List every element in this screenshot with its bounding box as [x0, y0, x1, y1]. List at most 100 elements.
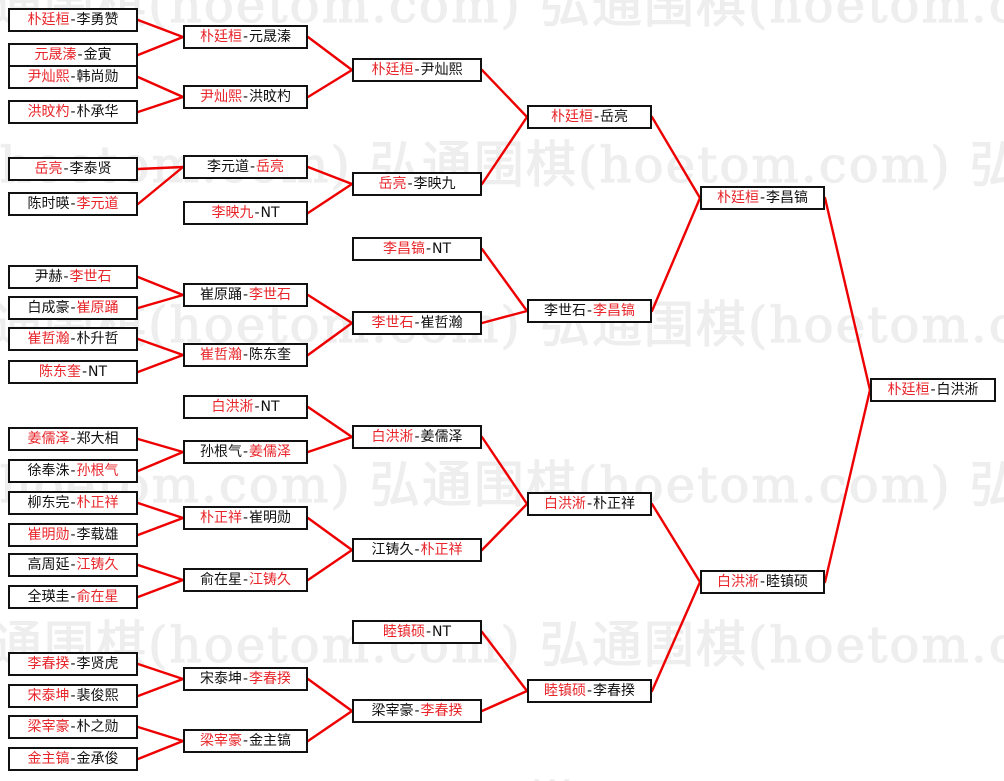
match-box[interactable]: 白洪淅-NT [183, 395, 308, 419]
player-left: 江铸久 [371, 542, 414, 558]
match-box[interactable]: 李世石-李昌镐 [527, 299, 652, 323]
versus-separator: - [254, 399, 260, 415]
bracket-connector [136, 35, 185, 57]
match-box[interactable]: 陈东奎-NT [8, 360, 138, 384]
match-box[interactable]: 徐奉洙-孙根气 [8, 459, 138, 483]
bracket-connector [136, 165, 185, 206]
match-box[interactable]: 白成豪-崔原踊 [8, 296, 138, 320]
match-box[interactable]: 朴廷桓-李勇赞 [8, 8, 138, 32]
bracket-connector [136, 563, 185, 582]
match-box[interactable]: 李春揆-李贤虎 [8, 652, 138, 676]
versus-separator: - [70, 688, 76, 704]
match-box[interactable]: 岳亮-李映九 [352, 172, 482, 196]
bracket-connector [136, 165, 185, 171]
match-box[interactable]: 朴廷桓-元晟溱 [183, 25, 308, 49]
bracket-connector [306, 321, 354, 357]
bracket-connector [136, 578, 185, 599]
player-right: 朴升哲 [76, 331, 119, 347]
player-left: 金主镐 [27, 751, 70, 767]
player-left: 朴廷桓 [550, 109, 593, 125]
versus-separator: - [249, 159, 256, 175]
match-box[interactable]: 金主镐-金承俊 [8, 747, 138, 771]
player-right: 陈东奎 [249, 347, 292, 363]
match-box[interactable]: 朴廷桓-李昌镐 [700, 186, 825, 210]
player-left: 朴廷桓 [199, 29, 242, 45]
match-box[interactable]: 睦镇硕-李春揆 [527, 679, 652, 703]
versus-separator: - [414, 429, 420, 445]
match-box[interactable]: 尹灿熙-洪旼杓 [183, 85, 308, 109]
match-box[interactable]: 白洪淅-姜儒泽 [352, 425, 482, 449]
match-box[interactable]: 元晟溱-金寅 [8, 43, 138, 67]
match-box[interactable]: 全瑛圭-俞在星 [8, 585, 138, 609]
match-box[interactable]: 朴廷桓-白洪淅 [870, 378, 996, 402]
player-left: 李世石 [543, 303, 586, 319]
player-left: 李世石 [371, 315, 414, 331]
versus-separator: - [70, 69, 76, 85]
player-right: 李载雄 [76, 527, 119, 543]
match-box[interactable]: 崔原踊-李世石 [183, 283, 308, 307]
bracket-connector [650, 115, 702, 200]
player-left: 尹灿熙 [199, 89, 242, 105]
match-box[interactable]: 洪旼杓-朴承华 [8, 100, 138, 124]
versus-separator: - [70, 751, 76, 767]
player-right: 郑大相 [76, 431, 119, 447]
player-left: 姜儒泽 [27, 431, 70, 447]
versus-separator: - [77, 47, 83, 63]
match-box[interactable]: 白洪淅-睦镇硕 [700, 570, 825, 594]
player-left: 孙根气 [199, 444, 242, 460]
match-box[interactable]: 姜儒泽-郑大相 [8, 427, 138, 451]
player-right: 元晟溱 [249, 29, 292, 45]
player-left: 梁宰豪 [199, 733, 242, 749]
bracket-connector [306, 165, 354, 186]
match-box[interactable]: 梁宰豪-金主镐 [183, 729, 308, 753]
match-box[interactable]: 岳亮-李泰贤 [8, 157, 138, 181]
match-box[interactable]: 睦镇硕-NT [352, 620, 482, 644]
player-left: 岳亮 [34, 161, 63, 177]
bracket-connector [136, 662, 185, 681]
match-box[interactable]: 李昌镐-NT [352, 237, 482, 261]
player-left: 全瑛圭 [27, 589, 70, 605]
match-box[interactable]: 崔哲瀚-陈东奎 [183, 343, 308, 367]
player-right: 李春揆 [420, 703, 463, 719]
match-box[interactable]: 陈时暎-李元道 [8, 192, 138, 216]
match-box[interactable]: 宋泰坤-李春揆 [183, 667, 308, 691]
match-box[interactable]: 尹灿熙-韩尚勋 [8, 65, 138, 89]
bracket-connector [136, 501, 185, 520]
match-box[interactable]: 梁宰豪-朴之勋 [8, 715, 138, 739]
player-left: 洪旼杓 [27, 104, 70, 120]
match-box[interactable]: 朴正祥-崔明勋 [183, 506, 308, 530]
match-box[interactable]: 孙根气-姜儒泽 [183, 440, 308, 464]
versus-separator: - [81, 364, 88, 380]
bracket-connector [136, 337, 185, 357]
match-box[interactable]: 白洪淅-朴正祥 [527, 492, 652, 516]
player-right: 李昌镐 [593, 303, 636, 319]
match-box[interactable]: 朴廷桓-岳亮 [527, 105, 652, 129]
match-box[interactable]: 崔哲瀚-朴升哲 [8, 327, 138, 351]
match-box[interactable]: 高周延-江铸久 [8, 553, 138, 577]
player-right: NT [432, 624, 452, 640]
match-box[interactable]: 李元道-岳亮 [183, 155, 308, 179]
bracket-connector [306, 677, 354, 713]
bracket-connector [650, 196, 702, 313]
match-box[interactable]: 李映九-NT [183, 201, 308, 225]
match-box[interactable]: 俞在星-江铸久 [183, 568, 308, 592]
player-left: 陈时暎 [27, 196, 70, 212]
match-box[interactable]: 柳东完-朴正祥 [8, 491, 138, 515]
match-box[interactable]: 宋泰坤-裴俊熙 [8, 684, 138, 708]
bracket-connector [136, 677, 185, 698]
match-box[interactable]: 尹赫-李世石 [8, 265, 138, 289]
match-box[interactable]: 江铸久-朴正祥 [352, 538, 482, 562]
player-right: 李世石 [249, 287, 292, 303]
match-box[interactable]: 崔明勋-李载雄 [8, 523, 138, 547]
match-box[interactable]: 朴廷桓-尹灿熙 [352, 58, 482, 82]
player-right: 睦镇硕 [766, 574, 809, 590]
versus-separator: - [70, 656, 76, 672]
player-left: 李春揆 [27, 656, 70, 672]
player-left: 白洪淅 [543, 496, 586, 512]
match-box[interactable]: 李世石-崔哲瀚 [352, 311, 482, 335]
bracket-connector [480, 689, 529, 713]
match-box[interactable]: 梁宰豪-李春揆 [352, 699, 482, 723]
versus-separator: - [586, 303, 593, 319]
